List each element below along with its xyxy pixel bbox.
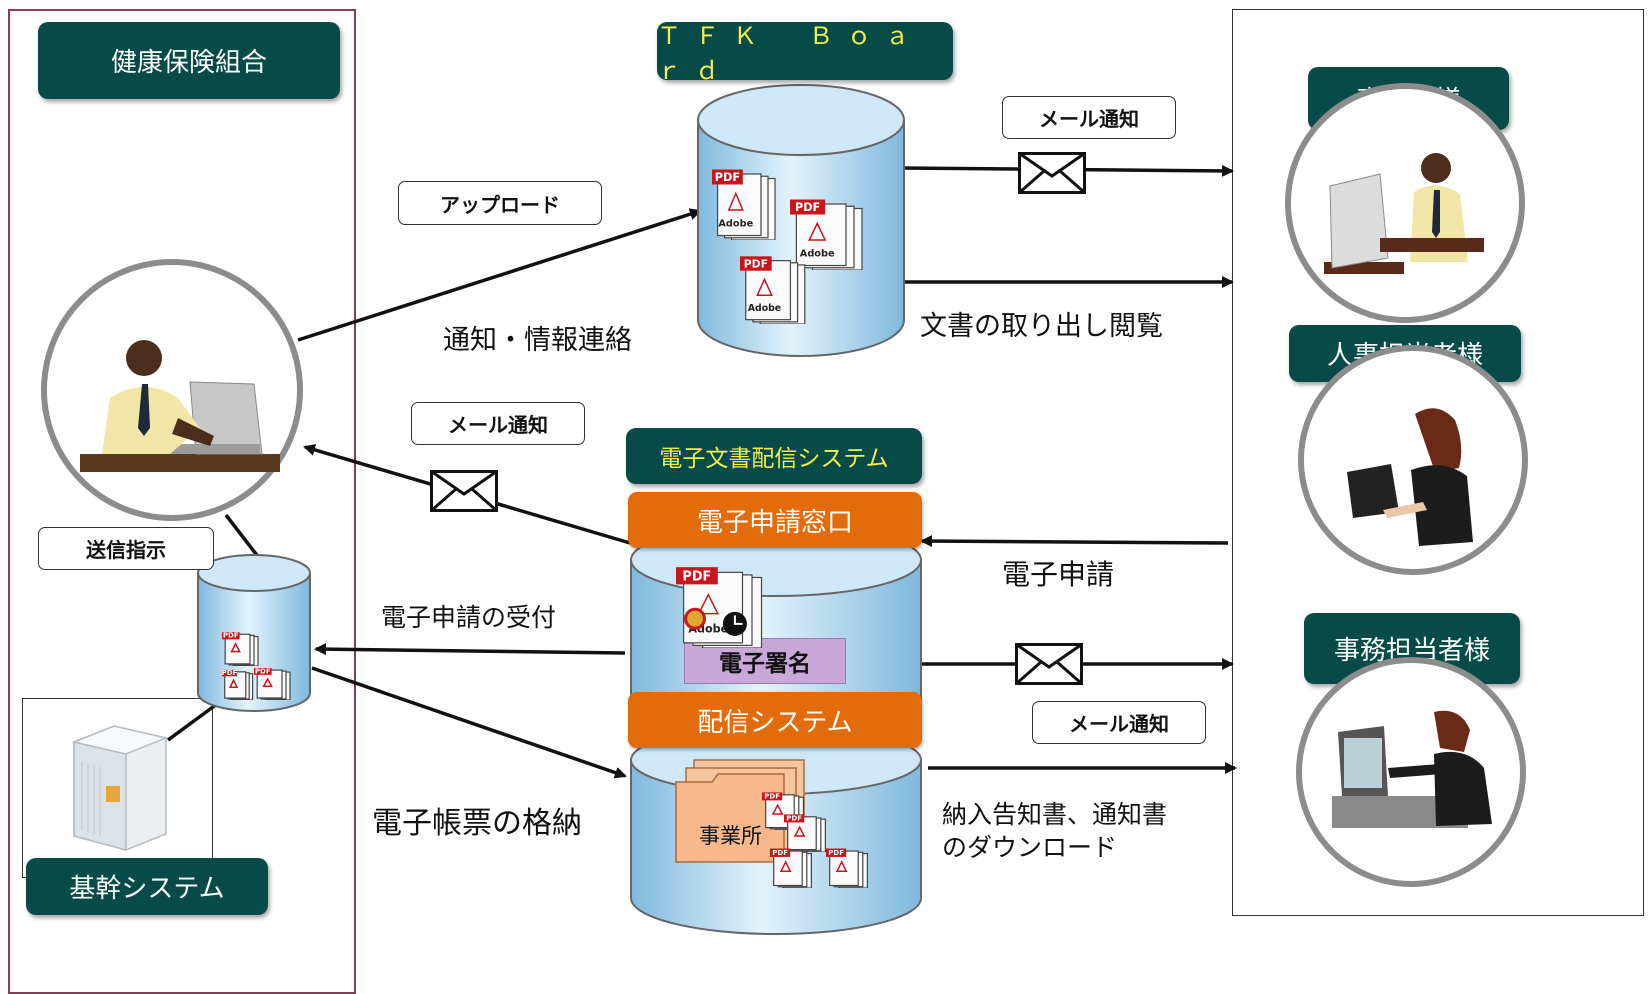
upload-label: アップロード bbox=[398, 181, 602, 225]
pdf-badge-text: PDF bbox=[222, 669, 238, 677]
board-mail-label: メール通知 bbox=[1002, 96, 1176, 139]
e-application-window: 電子申請窓口 bbox=[628, 492, 922, 548]
mail-icon bbox=[430, 470, 498, 512]
adobe-text: Adobe bbox=[800, 249, 835, 260]
download-mail-label: メール通知 bbox=[1032, 701, 1206, 744]
pdf-stack-icon: PDF bbox=[254, 666, 294, 701]
core-system-title: 基幹システム bbox=[26, 858, 268, 915]
pdf-icon-graphic: PDF bbox=[770, 848, 813, 889]
owner-avatar bbox=[1285, 83, 1525, 323]
edoc-system-title: 電子文書配信システム bbox=[626, 428, 922, 484]
adobe-text: Adobe bbox=[718, 219, 753, 230]
download-text-line1: 納入告知書、通知書 bbox=[942, 800, 1168, 829]
e-signature-label: 電子署名 bbox=[684, 638, 846, 684]
pdf-badge-text: PDF bbox=[715, 171, 740, 184]
pdf-icon-graphic: PDF Adobe bbox=[740, 256, 806, 325]
hr-avatar bbox=[1298, 345, 1528, 575]
pdf-stack-icon: PDF bbox=[826, 846, 872, 889]
pdf-badge-text: PDF bbox=[744, 257, 768, 270]
office-staff-avatar bbox=[1296, 657, 1526, 887]
adobe-text: Adobe bbox=[748, 303, 781, 314]
storage-text: 電子帳票の格納 bbox=[372, 806, 582, 841]
arrow-storage bbox=[311, 666, 627, 779]
health-union-title: 健康保険組合 bbox=[38, 22, 340, 99]
office-label: 事業所 bbox=[699, 824, 762, 848]
pdf-badge-text: PDF bbox=[255, 667, 271, 675]
right-pane bbox=[1232, 9, 1644, 916]
pdf-stack-icon: PDF bbox=[770, 846, 816, 889]
mail-icon bbox=[1018, 152, 1086, 194]
send-instruction-label: 送信指示 bbox=[38, 527, 214, 570]
pdf-icon-graphic: PDF bbox=[826, 848, 869, 889]
pdf-badge-text: PDF bbox=[786, 815, 802, 823]
pdf-stack-icon: PDF bbox=[784, 812, 830, 853]
pdf-icon-graphic: PDF bbox=[254, 667, 291, 701]
pdf-badge-text: PDF bbox=[772, 849, 788, 857]
pdf-badge-text: PDF bbox=[795, 201, 820, 214]
retrieve-text: 文書の取り出し閲覧 bbox=[920, 311, 1163, 342]
pdf-stack-icon: PDF Adobe bbox=[790, 195, 870, 271]
application-text: 電子申請 bbox=[1002, 558, 1115, 591]
notify-text: 通知・情報連絡 bbox=[443, 325, 632, 356]
server-icon bbox=[71, 725, 169, 851]
pdf-badge-text: PDF bbox=[764, 793, 780, 801]
pdf-icon-graphic: PDF bbox=[222, 669, 254, 701]
pdf-stack-icon: PDF Adobe bbox=[740, 252, 812, 325]
arrow-e-application bbox=[920, 535, 1229, 548]
delivery-system: 配信システム bbox=[628, 692, 922, 748]
union-staff-avatar bbox=[41, 259, 303, 521]
tfk-board-title: ＴＦＫ Ｂｏａｒｄ bbox=[657, 22, 953, 85]
arrow-receipt bbox=[314, 643, 626, 656]
pdf-stack-icon: PDF bbox=[222, 668, 256, 701]
arrow-upload bbox=[297, 208, 702, 342]
pdf-stack-icon: PDF Adobe bbox=[712, 165, 782, 241]
receipt-text: 電子申請の受付 bbox=[381, 603, 557, 632]
pdf-icon-graphic: PDF Adobe bbox=[712, 169, 776, 241]
union-mail-label: メール通知 bbox=[411, 402, 585, 445]
pdf-badge-text: PDF bbox=[828, 849, 844, 857]
pdf-icon-graphic: PDF bbox=[784, 814, 827, 853]
office-folder-icon bbox=[675, 759, 805, 863]
pdf-stack-icon: PDF bbox=[222, 630, 262, 667]
pdf-badge-text: PDF bbox=[682, 569, 711, 584]
pdf-icon-graphic: PDF bbox=[222, 632, 259, 667]
pdf-badge-text: PDF bbox=[223, 632, 239, 640]
download-text-line2: のダウンロード bbox=[942, 833, 1118, 862]
mail-icon bbox=[1015, 643, 1083, 685]
